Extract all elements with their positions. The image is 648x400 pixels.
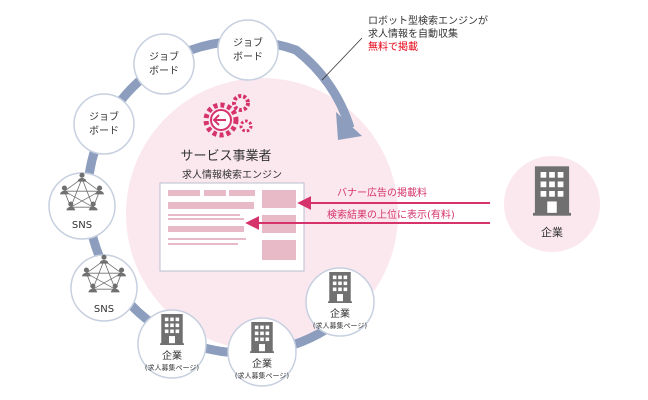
building-icon	[160, 314, 184, 345]
job-board-node-3: ジョブ ボード	[73, 93, 135, 155]
building-icon	[328, 272, 352, 303]
job-board-node-1: ジョブ ボード	[133, 33, 195, 95]
service-provider-title: サービス事業者	[180, 148, 271, 164]
svg-text:ジョブ: ジョブ	[233, 36, 263, 49]
ranking-fee-label: 検索結果の上位に表示(有料)	[327, 208, 455, 221]
annotation-line-2: 求人情報を自動収集	[368, 27, 458, 40]
svg-text:ボード: ボード	[233, 51, 263, 63]
svg-text:企業: 企業	[541, 225, 563, 239]
sns-node-2: SNS	[70, 254, 138, 322]
svg-text:SNS: SNS	[94, 304, 114, 315]
svg-text:ボード: ボード	[89, 125, 119, 137]
svg-text:企業: 企業	[330, 307, 350, 320]
building-icon	[533, 166, 571, 216]
company-node-1: 企業 (求人募集ページ)	[137, 309, 207, 379]
job-board-node-2: ジョブ ボード	[217, 19, 279, 81]
building-icon	[250, 322, 274, 353]
svg-text:ジョブ: ジョブ	[89, 110, 119, 123]
company-node-3: 企業 (求人募集ページ)	[305, 267, 375, 337]
svg-text:(求人募集ページ): (求人募集ページ)	[313, 321, 368, 330]
annotation-leader-line	[321, 37, 363, 81]
client-company-node: 企業	[504, 156, 600, 252]
gear-arrow-icon	[203, 94, 253, 138]
svg-text:ジョブ: ジョブ	[149, 50, 179, 63]
engine-label: 求人情報検索エンジン	[182, 168, 282, 181]
svg-text:(求人募集ページ): (求人募集ページ)	[235, 371, 290, 380]
svg-text:企業: 企業	[162, 349, 182, 362]
banner-fee-label: バナー広告の掲載料	[337, 186, 427, 199]
svg-text:ボード: ボード	[149, 65, 179, 77]
annotation-line-3: 無料で掲載	[368, 40, 418, 53]
svg-text:企業: 企業	[252, 357, 272, 370]
company-node-2: 企業 (求人募集ページ)	[227, 317, 297, 387]
ring-arrow-body	[293, 46, 355, 130]
sns-node-1: SNS	[48, 172, 116, 240]
svg-text:(求人募集ページ): (求人募集ページ)	[145, 363, 200, 372]
svg-text:SNS: SNS	[72, 220, 92, 231]
search-engine-window	[159, 182, 305, 272]
annotation-line-1: ロボット型検索エンジンが	[368, 14, 488, 27]
